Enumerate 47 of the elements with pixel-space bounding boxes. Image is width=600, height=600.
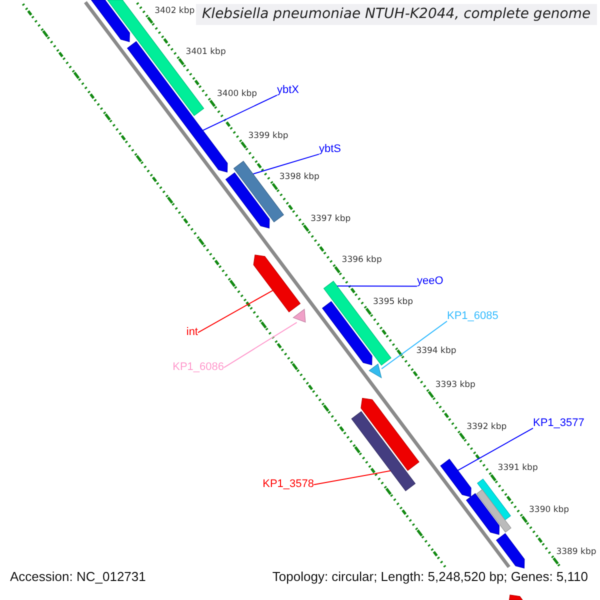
scale-label: 3399 kbp [248, 130, 288, 141]
scale-label: 3396 kbp [342, 255, 382, 266]
gene-marker [292, 308, 306, 323]
leader-line [336, 286, 418, 287]
scale-label: 3395 kbp [373, 297, 414, 308]
scale-label: 3394 kbp [416, 346, 456, 356]
leader-line [198, 290, 274, 334]
gene-label: ybtX [277, 84, 300, 98]
scale-label: 3393 kbp [435, 380, 476, 390]
scale-label: 3392 kbp [466, 422, 507, 432]
gene-feature [508, 594, 524, 600]
gene-feature [253, 254, 301, 312]
leader-line [202, 94, 278, 131]
gene-feature [440, 458, 472, 498]
scale-label: 3402 kbp [154, 6, 195, 16]
gene-feature [476, 489, 512, 533]
genome-info-text: Topology: circular; Length: 5,248,520 bp; Genes: 5,110 [271, 569, 589, 585]
leader-line [252, 154, 320, 174]
leader-line [224, 322, 298, 368]
gene-marker [368, 364, 382, 378]
scale-label: 3390 kbp [529, 505, 570, 516]
gene-label: KP1_6085 [447, 310, 498, 324]
scale-label: 3400 kbp [217, 89, 258, 100]
scale-label: 3397 kbp [310, 214, 351, 224]
scale-label: 3398 kbp [279, 172, 320, 182]
leader-line [314, 470, 392, 486]
gene-label: KP1_3577 [533, 417, 584, 430]
gene-feature [466, 493, 500, 535]
gene-label: yeeO [417, 275, 444, 288]
scale-label: 3389 kbp [556, 546, 596, 557]
gene-label: int [186, 326, 198, 340]
gene-label: KP1_6086 [172, 361, 224, 374]
gene-feature [225, 172, 270, 228]
gene-feature [322, 301, 372, 366]
gene-feature [476, 478, 512, 520]
leader-line [457, 428, 534, 471]
scale-label: 3391 kbp [498, 463, 538, 474]
gene-feature [90, 0, 130, 42]
scale-label: 3401 kbp [186, 47, 226, 58]
gene-feature [496, 533, 525, 568]
gene-label: KP1_3578 [262, 478, 314, 492]
gene-feature [360, 398, 420, 471]
gene-label: ybtS [319, 143, 342, 156]
leader-line [381, 320, 448, 370]
accession-text: Accession: NC_012731 [9, 569, 147, 585]
gene-feature [351, 411, 416, 492]
title: Klebsiella pneumoniae NTUH-K2044, complete genome [196, 4, 597, 25]
